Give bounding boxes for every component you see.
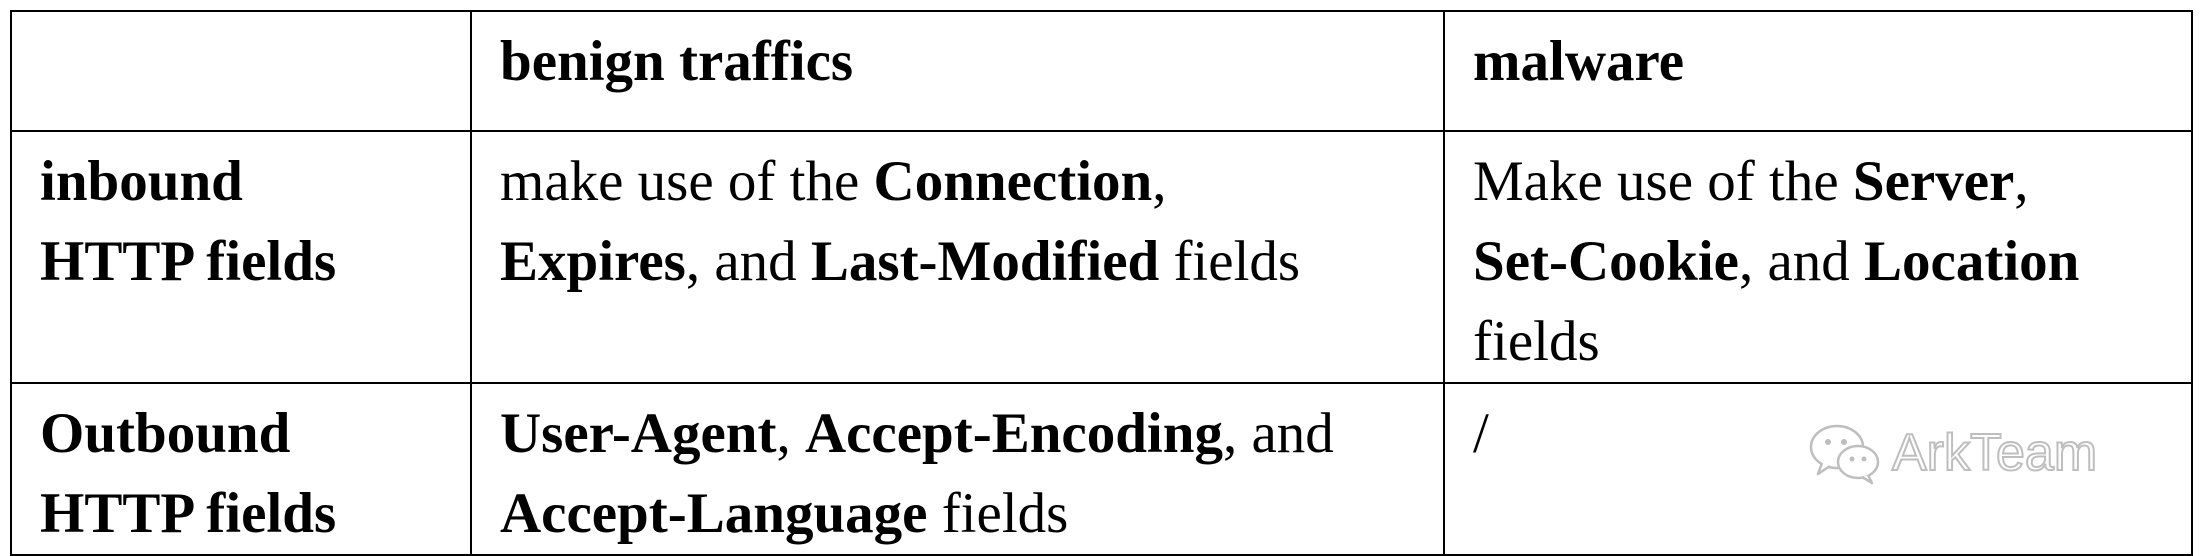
field-accept-encoding: Accept-Encoding xyxy=(804,402,1223,465)
cell-separator: , xyxy=(2014,150,2029,213)
field-set-cookie: Set-Cookie xyxy=(1473,230,1739,293)
cell-separator: , and xyxy=(685,230,811,293)
http-fields-table: benign traffics malware inbound HTTP fie… xyxy=(10,10,2193,556)
header-benign-traffics: benign traffics xyxy=(470,10,1445,132)
cell-separator: , and xyxy=(1738,230,1865,293)
row-label-line1: Outbound xyxy=(40,402,291,465)
row-label-inbound: inbound HTTP fields xyxy=(10,130,472,384)
watermark-text: ArkTeam xyxy=(1891,423,2098,483)
header-row: benign traffics malware xyxy=(10,10,2193,132)
header-malware: malware xyxy=(1443,10,2193,132)
cell-text: fields xyxy=(1473,310,1600,373)
watermark: ArkTeam xyxy=(1808,416,2138,490)
field-last-modified: Last-Modified xyxy=(810,230,1160,293)
row-label-line2: HTTP fields xyxy=(40,482,337,545)
cell-separator: , and xyxy=(1222,402,1334,465)
table-row-inbound: inbound HTTP fields make use of the Conn… xyxy=(10,130,2193,384)
cell-text: fields xyxy=(1159,230,1301,293)
cell-text: Make use of the xyxy=(1473,150,1853,213)
cell-separator: , xyxy=(1152,150,1167,213)
wechat-icon xyxy=(1809,424,1880,485)
cell-inbound-malware: Make use of the Server, Set-Cookie, and L… xyxy=(1443,130,2193,384)
field-accept-language: Accept-Language xyxy=(500,482,928,545)
row-label-line2: HTTP fields xyxy=(40,230,337,293)
field-server: Server xyxy=(1852,150,2015,213)
field-location: Location xyxy=(1864,230,2080,293)
cell-separator: , xyxy=(776,402,805,465)
cell-outbound-malware: / xyxy=(1443,382,2193,556)
cell-text: make use of the xyxy=(500,150,874,213)
field-user-agent: User-Agent xyxy=(500,402,777,465)
row-label-line1: inbound xyxy=(40,150,243,213)
field-connection: Connection xyxy=(873,150,1153,213)
table-row-outbound: Outbound HTTP fields User-Agent, Accept-… xyxy=(10,382,2193,556)
header-empty-cell xyxy=(10,10,472,132)
cell-inbound-benign: make use of the Connection,Expires, and … xyxy=(470,130,1445,384)
field-expires: Expires xyxy=(500,230,686,293)
cell-text: fields xyxy=(927,482,1069,545)
row-label-outbound: Outbound HTTP fields xyxy=(10,382,472,556)
